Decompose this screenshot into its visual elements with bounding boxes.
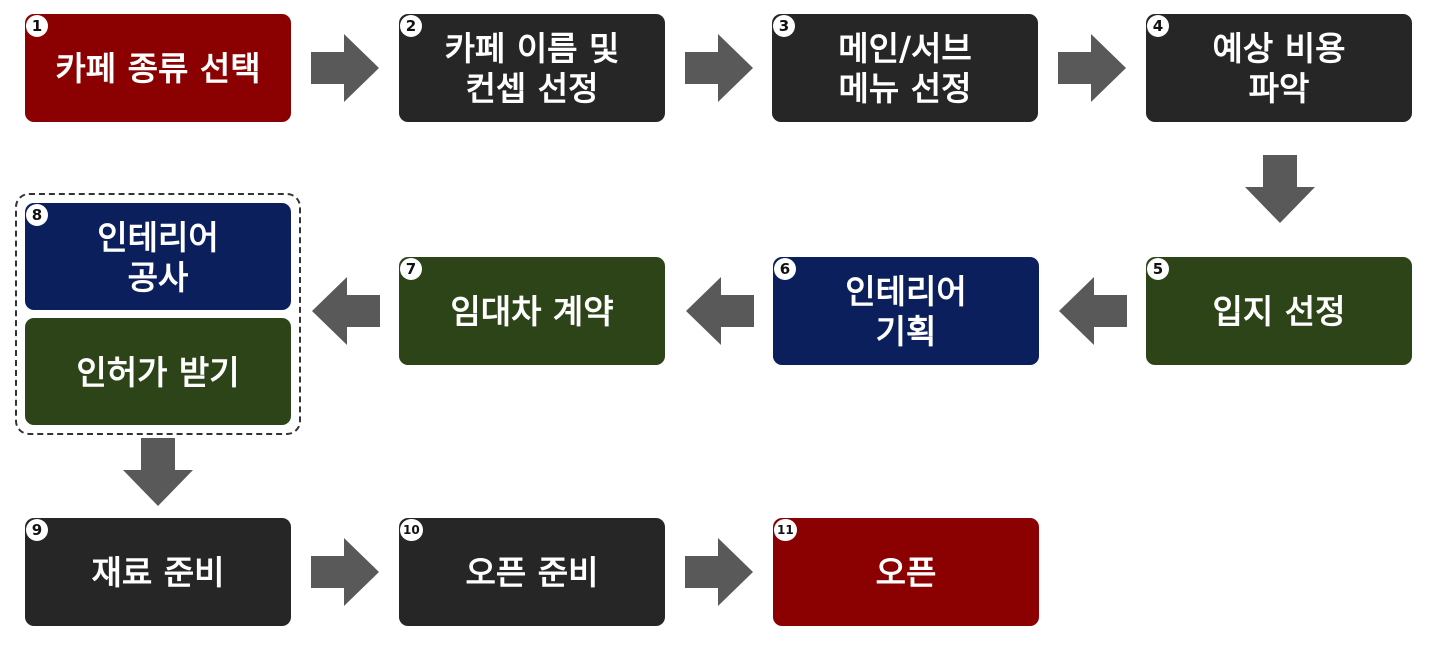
arrow-right-icon	[685, 34, 753, 102]
arrow-right-icon	[311, 34, 379, 102]
step-11-box: 11 오픈	[773, 518, 1039, 626]
step-4-box: 4 예상 비용 파악	[1146, 14, 1412, 122]
step-label: 카페 종류 선택	[55, 49, 261, 88]
arrow-down-icon	[1245, 155, 1315, 223]
step-1-box: 1 카페 종류 선택	[25, 14, 291, 122]
step-number-badge: 9	[26, 519, 48, 541]
arrow-down-icon	[123, 438, 193, 506]
step-label: 카페 이름 및 컨셉 선정	[444, 29, 620, 108]
step-number-badge: 4	[1147, 15, 1169, 37]
step-label: 입지 선정	[1212, 292, 1346, 331]
step-5-box: 5 입지 선정	[1146, 257, 1412, 365]
step-label: 임대차 계약	[450, 292, 614, 331]
step-9-box: 9 재료 준비	[25, 518, 291, 626]
step-number-badge: 6	[774, 258, 796, 280]
step-label: 재료 준비	[91, 553, 225, 592]
step-label: 오픈 준비	[465, 553, 599, 592]
step-label: 메인/서브 메뉴 선정	[838, 29, 972, 108]
arrow-right-icon	[685, 538, 753, 606]
step-7-box: 7 임대차 계약	[399, 257, 665, 365]
step-10-box: 10 오픈 준비	[399, 518, 665, 626]
step-number-badge: 3	[773, 15, 795, 37]
step-label: 인테리어 공사	[97, 217, 219, 297]
arrow-right-icon	[311, 538, 379, 606]
step-number-badge: 1	[26, 15, 48, 37]
step-number-badge: 2	[400, 15, 422, 37]
step-number-badge: 7	[400, 258, 422, 280]
step-3-box: 3 메인/서브 메뉴 선정	[772, 14, 1038, 122]
step-8-group	[15, 193, 301, 435]
step-label: 오픈	[875, 553, 937, 592]
arrow-left-icon	[1059, 277, 1127, 345]
step-number-badge: 5	[1147, 258, 1169, 280]
arrow-right-icon	[1058, 34, 1126, 102]
step-label: 예상 비용 파악	[1212, 29, 1346, 108]
step-6-box: 6 인테리어 기획	[773, 257, 1039, 365]
arrow-left-icon	[686, 277, 754, 345]
step-label: 인허가 받기	[76, 352, 240, 392]
permit-box: 인허가 받기	[25, 318, 291, 425]
step-number-badge: 10	[400, 519, 423, 541]
step-number-badge: 8	[26, 204, 48, 226]
step-label: 인테리어 기획	[845, 272, 967, 351]
step-8-box: 8 인테리어 공사	[25, 203, 291, 310]
step-2-box: 2 카페 이름 및 컨셉 선정	[399, 14, 665, 122]
step-number-badge: 11	[774, 519, 797, 541]
arrow-left-icon	[312, 277, 380, 345]
